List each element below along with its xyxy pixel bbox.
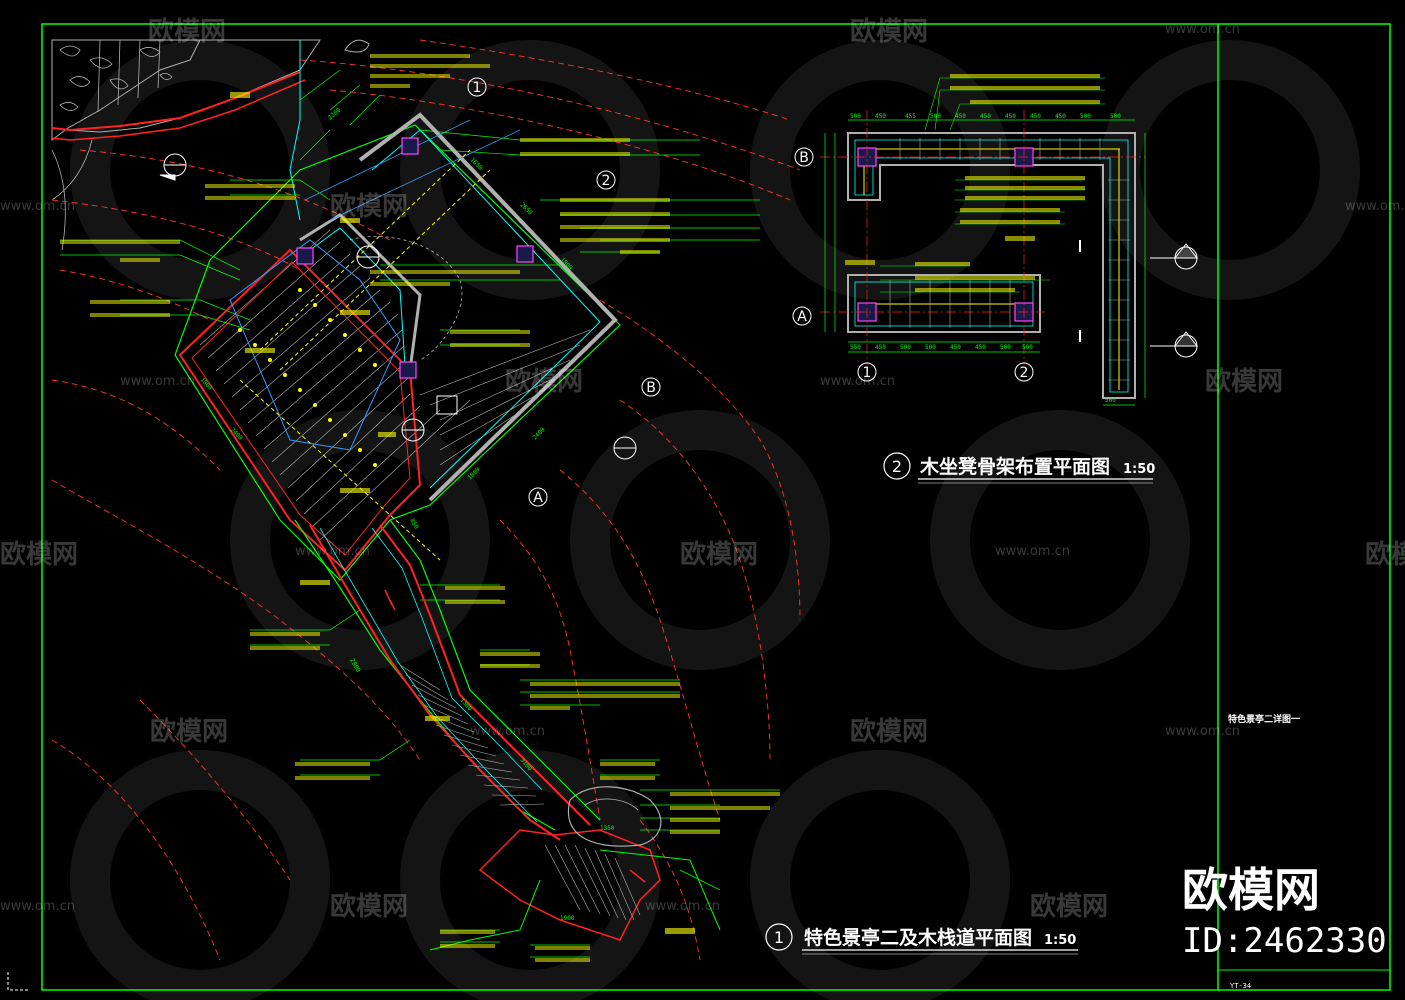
watermark-brand: 欧模网 <box>1030 891 1108 922</box>
svg-text:500: 500 <box>1080 113 1091 120</box>
detail-plan-scale: 1:50 <box>1123 462 1155 477</box>
annotation-blocks <box>60 54 780 962</box>
watermark-url: www.om.cn <box>1345 199 1405 214</box>
svg-text:500: 500 <box>930 113 941 120</box>
svg-text:450: 450 <box>950 344 961 351</box>
watermark-brand: 欧模网 <box>330 891 408 922</box>
watermark-url: www.om.cn <box>1165 22 1240 37</box>
sheet-frame <box>41 23 1391 991</box>
axis-bubble-b-main: B <box>641 377 661 397</box>
detail-axis-a-label: A <box>797 309 807 325</box>
watermark-circles <box>70 40 1360 1000</box>
main-axis-bubbles: 1 2 B A <box>467 77 661 507</box>
watermark-brand: 欧模网 <box>1365 539 1405 570</box>
sheet-drawing-number: YT-34 <box>1230 982 1251 990</box>
detail-axis-2-label: 2 <box>1020 365 1029 381</box>
axis-1-label: 1 <box>473 80 482 96</box>
svg-text:500: 500 <box>850 113 861 120</box>
watermark-url: www.om.cn <box>0 899 75 914</box>
watermark-url: www.om.cn <box>470 724 545 739</box>
watermark-brand: 欧模网 <box>850 16 928 47</box>
svg-text:500: 500 <box>1110 113 1121 120</box>
watermark-brand: 欧模网 <box>330 191 408 222</box>
svg-text:450: 450 <box>1030 113 1041 120</box>
svg-text:450: 450 <box>955 113 966 120</box>
watermark-url: www.om.cn <box>0 199 75 214</box>
watermark-url: www.om.cn <box>1165 724 1240 739</box>
axis-a-label: A <box>533 490 543 506</box>
watermarks: 欧模网 欧模网 www.om.cn 欧模网 www.om.cn www.om.c… <box>0 16 1405 922</box>
detail-axis-bubble-2: 2 <box>1014 362 1034 382</box>
brand-id-text: ID:2462330 <box>1182 921 1387 961</box>
svg-text:450: 450 <box>875 113 886 120</box>
detail-axis-bubble-1: 1 <box>857 362 877 382</box>
svg-text:550: 550 <box>850 344 861 351</box>
title-block: 特色景亭二详图一 YT-34 <box>1228 713 1300 990</box>
watermark-url: www.om.cn <box>645 899 720 914</box>
axis-bubble-1-main: 1 <box>467 77 487 97</box>
svg-text:500: 500 <box>1022 344 1033 351</box>
corner-marker <box>7 972 28 991</box>
svg-text:500: 500 <box>1105 397 1116 404</box>
watermark-url: www.om.cn <box>820 374 895 389</box>
watermark-brand: 欧模网 <box>150 716 228 747</box>
svg-text:500: 500 <box>1000 344 1011 351</box>
section-marker <box>356 245 380 269</box>
axis-bubble-2-main: 2 <box>596 170 616 190</box>
svg-text:450: 450 <box>1005 113 1016 120</box>
detail-axis-bubble-b: B <box>794 147 814 167</box>
svg-text:450: 450 <box>975 344 986 351</box>
brand-block: 欧模网 ID:2462330 <box>1182 863 1387 961</box>
svg-text:455: 455 <box>905 113 916 120</box>
detail-axis-1-label: 1 <box>863 365 872 381</box>
bench-frame-plan: 500 450 455 500 450 450 450 450 450 500 500 550… <box>792 74 1199 406</box>
watermark-url: www.om.cn <box>295 544 370 559</box>
watermark-brand: 欧模网 <box>148 16 226 47</box>
svg-text:450: 450 <box>875 344 886 351</box>
svg-text:450: 450 <box>1055 113 1066 120</box>
watermark-brand: 欧模网 <box>0 539 78 570</box>
axis-bubble-a-main: A <box>528 487 548 507</box>
detail-plan-number: 2 <box>892 457 902 476</box>
boardwalk-path <box>294 519 721 951</box>
axis-2-label: 2 <box>602 173 611 189</box>
section-marker <box>159 153 187 181</box>
main-plan-scale: 1:50 <box>1044 933 1076 948</box>
section-marker <box>613 436 637 460</box>
watermark-brand: 欧模网 <box>850 716 928 747</box>
main-plan-title: 1 特色景亭二及木栈道平面图 1:50 <box>765 923 1078 955</box>
svg-text:450: 450 <box>980 113 991 120</box>
main-plan-title-text: 特色景亭二及木栈道平面图 <box>804 926 1032 949</box>
watermark-brand: 欧模网 <box>1205 366 1283 397</box>
section-marker <box>401 418 425 442</box>
detail-axis-bubble-a: A <box>792 306 812 326</box>
watermark-url: www.om.cn <box>120 374 195 389</box>
sheet-title-block-text: 特色景亭二详图一 <box>1228 713 1300 725</box>
watermark-brand: 欧模网 <box>505 366 583 397</box>
watermark-url: www.om.cn <box>995 544 1070 559</box>
svg-text:500: 500 <box>925 344 936 351</box>
svg-text:500: 500 <box>900 344 911 351</box>
detail-plan-title-text: 木坐凳骨架布置平面图 <box>919 455 1110 478</box>
svg-text:1900: 1900 <box>560 915 575 922</box>
section-markers <box>159 153 637 460</box>
main-plan-number: 1 <box>774 928 784 947</box>
axis-b-label: B <box>646 380 656 396</box>
pavilion-structure <box>174 112 621 581</box>
watermark-brand: 欧模网 <box>680 539 758 570</box>
svg-text:1350: 1350 <box>600 825 615 832</box>
detail-plan-title: 2 木坐凳骨架布置平面图 1:50 <box>883 452 1155 484</box>
detail-axis-b-label: B <box>799 150 809 166</box>
svg-text:850: 850 <box>408 518 420 531</box>
brand-logo-text: 欧模网 <box>1182 863 1320 917</box>
terrain-contours <box>51 39 801 961</box>
